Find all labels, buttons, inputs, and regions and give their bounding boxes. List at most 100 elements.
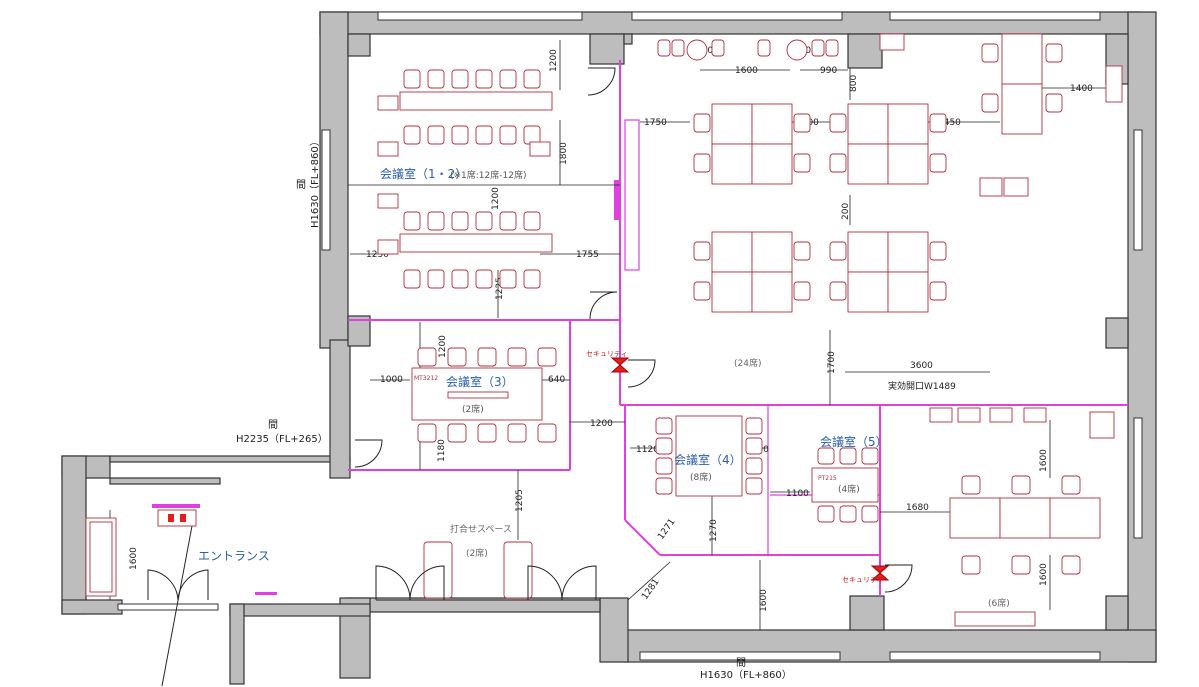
chair	[499, 211, 517, 231]
room-conf5-sub: (4席)	[838, 483, 860, 495]
height-left-mid: H2235（FL+265）	[236, 433, 328, 445]
chair	[825, 39, 839, 57]
chair	[507, 423, 527, 443]
chair	[861, 447, 879, 465]
desk	[887, 103, 929, 145]
chair	[451, 211, 469, 231]
dim-3600: 3600	[910, 361, 933, 371]
chair	[929, 113, 947, 133]
chair	[793, 113, 811, 133]
desk	[847, 143, 889, 185]
desk	[887, 231, 929, 273]
entrance-furniture	[85, 504, 277, 597]
security-label-2: セキュリティ	[842, 576, 884, 584]
round-table	[686, 39, 708, 61]
dim-1755: 1755	[576, 250, 599, 260]
chair	[961, 555, 981, 575]
chair	[861, 505, 879, 523]
desk	[847, 271, 889, 313]
dim-1281: 1281	[640, 577, 661, 601]
chair	[427, 69, 445, 89]
storage	[957, 407, 981, 423]
room-conf4-sub: (8席)	[690, 471, 712, 483]
desk	[711, 271, 753, 313]
height-labels: H1630（FL+860） 間 H2235（FL+265） 間 H1630（FL…	[236, 136, 792, 681]
dim-1120: 1120	[636, 445, 659, 455]
dim-1205: 1205	[515, 489, 525, 512]
conference-table	[399, 233, 553, 253]
dim-1180: 1180	[437, 439, 447, 462]
chair	[757, 39, 771, 57]
chair	[475, 269, 493, 289]
chair	[1061, 555, 1081, 575]
chair	[403, 125, 421, 145]
partitions	[348, 60, 1128, 595]
chair	[817, 447, 835, 465]
sofa	[503, 541, 533, 599]
desk	[887, 271, 929, 313]
main-area-seats: (24席)	[734, 357, 761, 369]
chair	[693, 241, 711, 261]
desk	[999, 497, 1051, 539]
side-cabinet	[529, 141, 551, 157]
chair	[1011, 475, 1031, 495]
dim-1600-bottom: 1600	[759, 589, 769, 612]
side-cabinet	[377, 141, 399, 157]
chair	[839, 447, 857, 465]
chair	[693, 281, 711, 301]
room-conf12-sub: (※1席:12席-12席)	[450, 169, 526, 181]
chair	[829, 113, 847, 133]
room-conf4-name: 会議室（4）	[674, 452, 742, 467]
desk	[887, 143, 929, 185]
side-cabinet	[377, 239, 399, 255]
side-cabinet	[377, 193, 399, 209]
chair	[1045, 93, 1063, 113]
chair	[657, 39, 671, 57]
dim-800: 800	[849, 75, 859, 92]
wall-mark-top: 間	[296, 179, 306, 191]
desk	[1001, 83, 1043, 135]
wall-mark-bottom: 間	[736, 657, 746, 669]
dimension-texts: 1200 1800 1200 1250 1755 1225 1200 1000 …	[129, 46, 1093, 612]
dim-1600-r2: 1600	[1039, 563, 1049, 586]
chair	[417, 347, 437, 367]
chair	[655, 437, 673, 455]
chair	[499, 269, 517, 289]
height-bottom: H1630（FL+860）	[700, 669, 792, 681]
chair	[417, 423, 437, 443]
desk	[1049, 497, 1101, 539]
dim-1600-top: 1600	[735, 66, 758, 76]
chair	[745, 417, 763, 435]
desk	[847, 103, 889, 145]
desk	[751, 103, 793, 145]
chair	[961, 475, 981, 495]
chair	[829, 281, 847, 301]
dim-1750: 1750	[644, 118, 667, 128]
dim-1200-top: 1200	[549, 49, 559, 72]
desk	[751, 271, 793, 313]
chair	[507, 347, 527, 367]
conference-table	[399, 91, 553, 111]
chair	[1045, 43, 1063, 63]
chair	[839, 505, 857, 523]
storage	[989, 407, 1013, 423]
height-left-top: H1630（FL+860）	[309, 136, 321, 228]
chair	[829, 153, 847, 173]
chair	[427, 125, 445, 145]
meeting-space-sub: (2席)	[466, 547, 488, 559]
chair	[403, 269, 421, 289]
desk	[847, 231, 889, 273]
chair	[655, 417, 673, 435]
chair	[1011, 555, 1031, 575]
chair	[981, 93, 999, 113]
chair	[403, 69, 421, 89]
dim-2450: 2450	[938, 118, 961, 128]
storage	[929, 407, 953, 423]
dim-640: 640	[548, 375, 565, 385]
dim-200: 200	[841, 203, 851, 220]
desk	[711, 103, 753, 145]
chair	[929, 153, 947, 173]
chair	[427, 211, 445, 231]
dim-1200-c3: 1200	[438, 335, 448, 358]
chair	[523, 125, 541, 145]
